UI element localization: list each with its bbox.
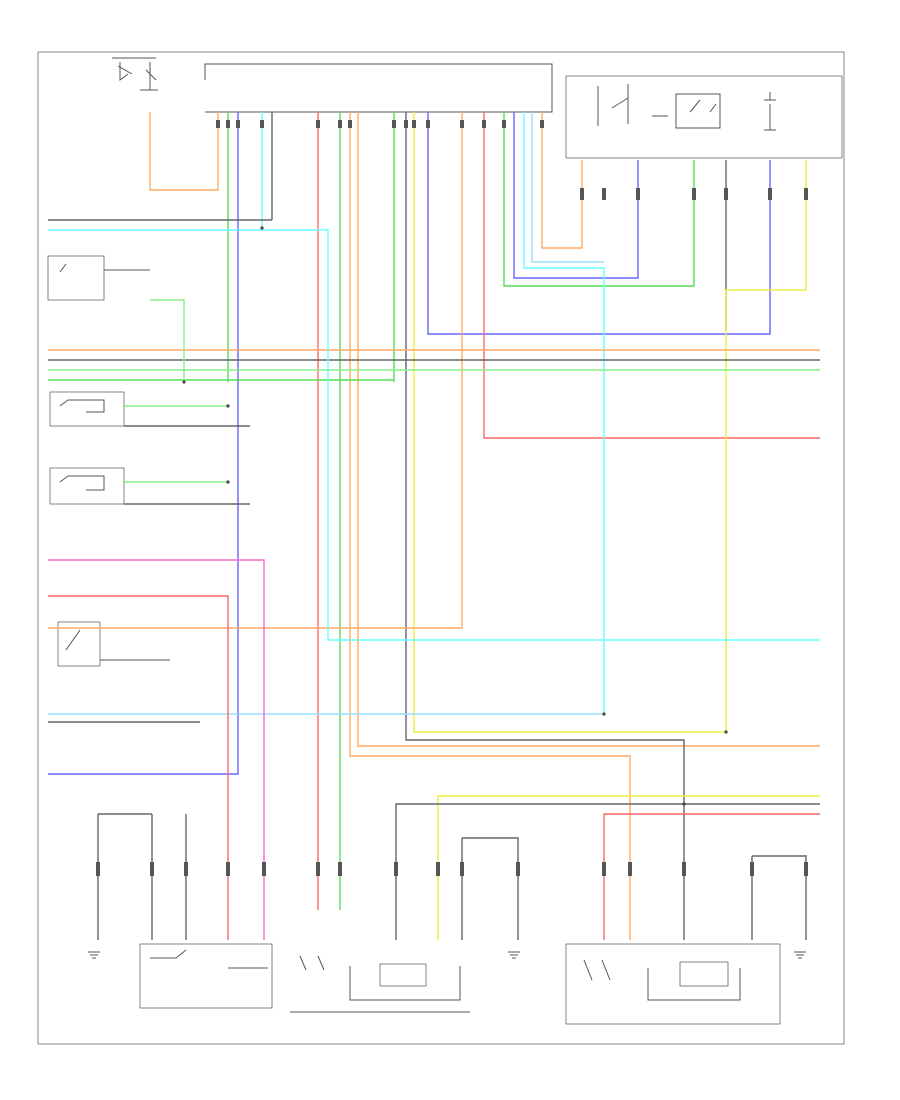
wires-top-right xyxy=(725,160,807,732)
top-left-switch xyxy=(112,57,158,91)
left-door-lock-switch xyxy=(49,391,125,427)
ground-symbols xyxy=(88,951,806,959)
left-switch-1 xyxy=(47,255,150,301)
horizontal-buses xyxy=(48,219,820,940)
diagram-frame xyxy=(37,51,845,1045)
wires-left-switches xyxy=(124,405,250,505)
wires-from-module xyxy=(48,112,820,940)
right-door-lock-switch xyxy=(49,467,125,505)
junction-dots xyxy=(182,226,728,806)
right-rear-lock-actuator xyxy=(290,955,470,1013)
left-rear-lock-actuator xyxy=(565,943,781,1025)
body-control-module xyxy=(204,63,553,113)
front-door-lock-module xyxy=(139,943,273,1009)
key-cylinder-switch xyxy=(57,621,170,667)
top-right-module xyxy=(565,75,843,159)
wires-bottom xyxy=(97,795,820,940)
connector-pins xyxy=(96,120,808,876)
